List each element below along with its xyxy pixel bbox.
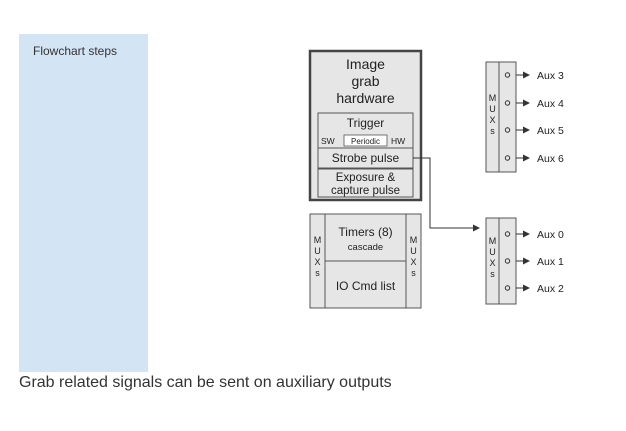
aux1-port bbox=[504, 258, 511, 264]
timers-left-mux-s: s bbox=[315, 268, 320, 278]
timers-title: Timers (8) bbox=[338, 225, 392, 239]
aux2-port bbox=[504, 285, 511, 291]
grab-title-line-3: hardware bbox=[336, 90, 395, 106]
image-grab-hardware-block: Image grab hardware Trigger SW Periodic … bbox=[308, 49, 423, 202]
aux1-label: Aux 1 bbox=[537, 256, 564, 268]
mux-bottom-s: s bbox=[490, 269, 495, 279]
periodic-box bbox=[343, 134, 388, 147]
grab-title-line-2: grab bbox=[351, 73, 379, 89]
exposure-line-1: Exposure & bbox=[336, 172, 396, 184]
aux4-label: Aux 4 bbox=[537, 98, 564, 110]
mux-top-m: M bbox=[489, 93, 497, 103]
exposure-box bbox=[317, 168, 414, 198]
mux-bottom-m: M bbox=[489, 236, 497, 246]
exposure-line-2: capture pulse bbox=[331, 185, 400, 197]
flowchart-steps-title: Flowchart steps bbox=[33, 44, 118, 58]
io-cmd-list: IO Cmd list bbox=[336, 279, 396, 293]
diagram-caption: Grab related signals can be sent on auxi… bbox=[19, 374, 392, 391]
timers-left-mux-u: U bbox=[314, 246, 321, 256]
aux5-port bbox=[504, 127, 511, 133]
mux-bottom-x: X bbox=[489, 258, 495, 268]
strobe-pulse-label: Strobe pulse bbox=[332, 151, 400, 165]
timers-block: M U X s M U X s Timers (8) cascade IO Cm… bbox=[309, 213, 422, 309]
timers-right-mux-x: X bbox=[410, 257, 416, 267]
mux-top-s: s bbox=[490, 126, 495, 136]
mux-top-u: U bbox=[489, 104, 496, 114]
aux5-label: Aux 5 bbox=[537, 125, 564, 137]
mux-bottom-u: U bbox=[489, 247, 496, 257]
sw-label: SW bbox=[321, 136, 335, 146]
aux0-port bbox=[504, 231, 511, 237]
flowchart-steps-panel: Flowchart steps bbox=[19, 34, 148, 372]
aux3-label: Aux 3 bbox=[537, 70, 564, 82]
timers-right-mux-m: M bbox=[410, 235, 418, 245]
timers-left-mux-x: X bbox=[314, 257, 320, 267]
aux6-label: Aux 6 bbox=[537, 153, 564, 165]
mux-top-x: X bbox=[489, 115, 495, 125]
strobe-connector bbox=[413, 157, 480, 232]
mux-top: M U X s Aux 3 Aux 4 Aux 5 Aux 6 bbox=[485, 61, 564, 173]
timers-right-mux-u: U bbox=[410, 246, 417, 256]
aux2-label: Aux 2 bbox=[537, 283, 564, 295]
hw-label: HW bbox=[391, 136, 405, 146]
aux3-port bbox=[504, 72, 511, 78]
periodic-label: Periodic bbox=[351, 137, 380, 146]
timers-cascade: cascade bbox=[348, 242, 383, 253]
trigger-label: Trigger bbox=[347, 116, 385, 130]
aux4-port bbox=[504, 100, 511, 106]
grab-title-line-1: Image bbox=[346, 56, 385, 72]
timers-right-mux-s: s bbox=[411, 268, 416, 278]
aux6-port bbox=[504, 155, 511, 161]
aux0-label: Aux 0 bbox=[537, 229, 564, 241]
timers-left-mux-m: M bbox=[314, 235, 322, 245]
mux-bottom: M U X s Aux 0 Aux 1 Aux 2 bbox=[485, 217, 564, 305]
